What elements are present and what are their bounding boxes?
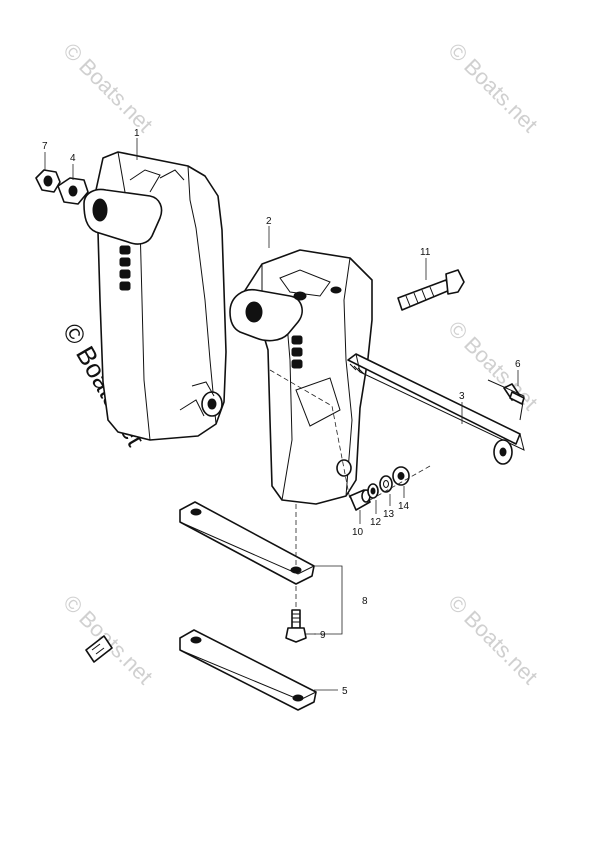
part-7-nut [35,169,61,193]
watermark-top-left: © Boats.net [58,38,157,137]
callout-7: 7 [42,141,48,152]
callouts: 1 2 3 4 5 6 7 8 9 10 11 12 13 14 [42,128,521,697]
front-arrow-icon [85,635,113,663]
part-3-clamp-shaft [347,353,525,465]
callout-12: 12 [370,517,382,528]
part-13-washer [379,475,393,493]
callout-5: 5 [342,686,348,697]
part-1-clamp-bracket-left [83,151,227,441]
callout-2: 2 [266,216,272,227]
part-9-bolt [285,609,307,643]
watermark-bottom-right: © Boats.net [443,590,542,689]
part-6-small-bolt [487,379,525,421]
part-8-stopper-plate [179,501,315,585]
part-4-plate [57,177,89,205]
part-11-bolt [397,269,465,311]
watermark-bottom-left: © Boats.net [58,590,157,689]
part-2-clamp-bracket-right [229,249,373,505]
callout-3: 3 [459,391,465,402]
part-12-washer [367,483,379,499]
callout-4: 4 [70,153,76,164]
part-5-stopper-plate [179,629,317,711]
callout-11: 11 [420,247,431,258]
callout-9: 9 [320,630,326,641]
callout-8: 8 [362,596,368,607]
leader-lines [44,138,519,691]
callout-13: 13 [383,509,395,520]
watermark-top-right: © Boats.net [443,38,542,137]
callout-1: 1 [134,128,140,139]
assembly-lines [269,369,431,610]
callout-14: 14 [398,501,410,512]
part-10-spacer [349,489,371,511]
callout-6: 6 [515,359,521,370]
callout-10: 10 [352,527,364,538]
